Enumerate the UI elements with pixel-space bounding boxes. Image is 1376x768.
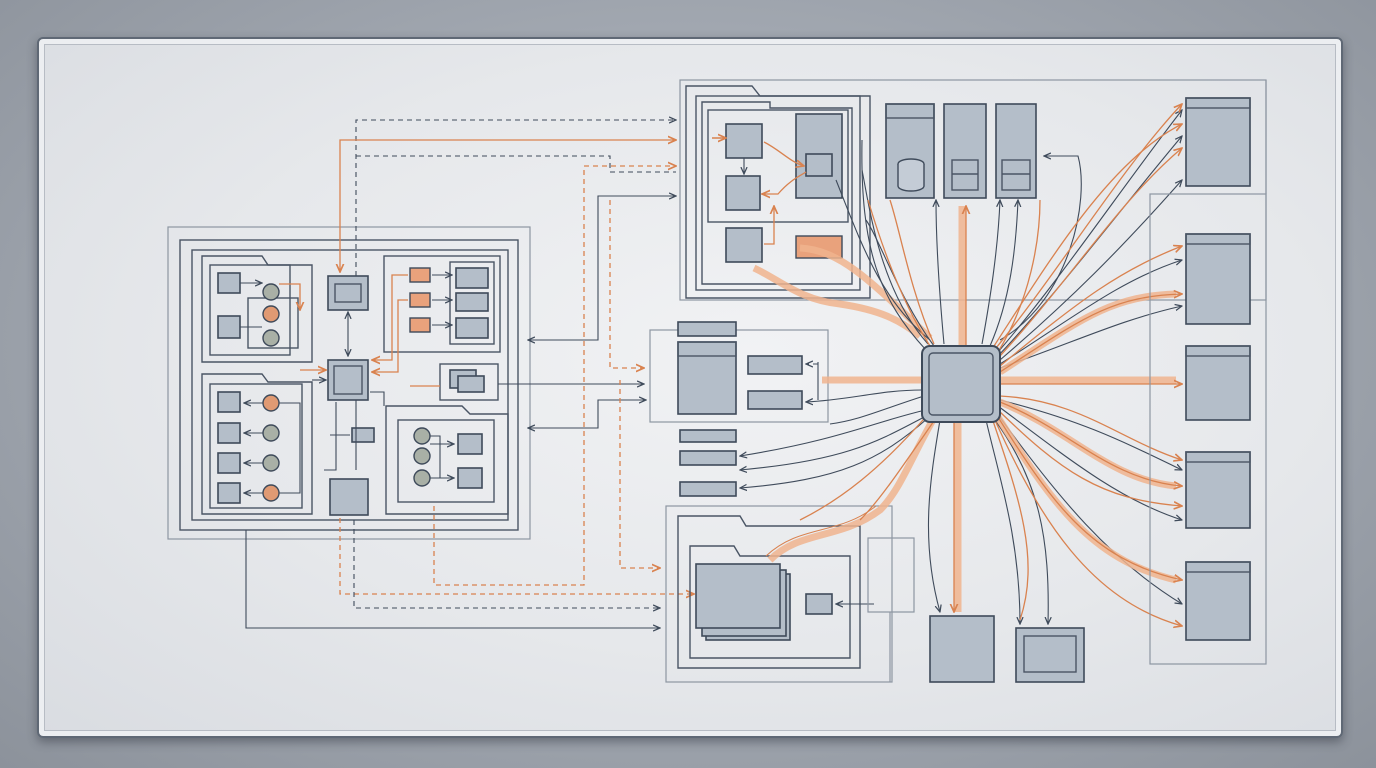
database-column-2 bbox=[943, 103, 987, 199]
bottom-center-module bbox=[665, 416, 938, 683]
output-block-3 bbox=[1185, 345, 1251, 421]
sub-panel-top-right bbox=[372, 255, 501, 372]
central-hub bbox=[740, 104, 1182, 626]
top-center-module bbox=[679, 79, 1267, 341]
bottom-block-2 bbox=[1015, 627, 1085, 683]
output-block-1 bbox=[1185, 97, 1251, 187]
output-block-5 bbox=[1185, 561, 1251, 641]
bottom-output-blocks bbox=[889, 612, 1085, 683]
sub-panel-bottom-right bbox=[385, 405, 509, 515]
sub-panel-bottom-left bbox=[201, 373, 313, 515]
left-cluster-connections bbox=[245, 120, 694, 628]
output-block-2 bbox=[1185, 233, 1251, 325]
folder-icon bbox=[695, 563, 781, 629]
left-top-node bbox=[327, 275, 369, 311]
hub-chip-icon bbox=[921, 345, 1001, 423]
database-columns bbox=[885, 103, 1082, 341]
right-output-stack bbox=[1149, 80, 1267, 665]
output-block-4 bbox=[1185, 451, 1251, 529]
middle-center-module bbox=[649, 321, 829, 497]
sub-panel-top-left bbox=[201, 255, 313, 363]
left-bottom-node bbox=[329, 478, 369, 516]
bottom-block-1 bbox=[929, 615, 995, 683]
left-module-cluster bbox=[167, 226, 531, 540]
database-icon bbox=[897, 158, 925, 192]
